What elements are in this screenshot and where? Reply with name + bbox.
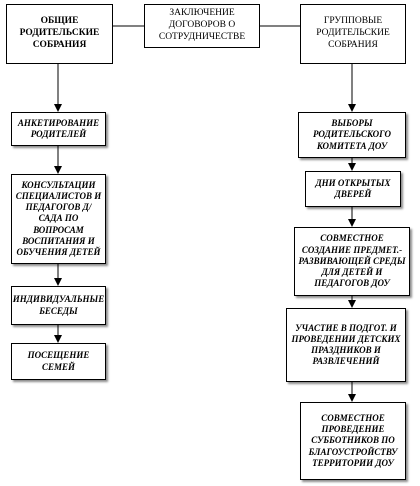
left-step-4-label: ПОСЕЩЕНИЕ СЕМЕЙ [27,350,90,372]
right-step-3-box: СОВМЕСТНОЕ СОЗДАНИЕ ПРЕДМЕТ.-РАЗВИВАЮЩЕЙ… [294,227,410,296]
left-step-1-box: АНКЕТИРОВАНИЕ РОДИТЕЛЕЙ [11,112,106,146]
right-step-5-box: СОВМЕСТНОЕ ПРОВЕДЕНИЕ СУББОТНИКОВ ПО БЛА… [300,402,406,480]
right-step-3-label: СОВМЕСТНОЕ СОЗДАНИЕ ПРЕДМЕТ.-РАЗВИВАЮЩЕЙ… [298,233,406,289]
right-step-4-label: УЧАСТИЕ В ПОДГОТ. И ПРОВЕДЕНИИ ДЕТСКИХ П… [291,322,401,367]
group-meetings-box: ГРУППОВЫЕ РОДИТЕЛЬСКИЕ СОБРАНИЯ [300,4,406,64]
left-step-1-label: АНКЕТИРОВАНИЕ РОДИТЕЛЕЙ [17,117,100,139]
cooperation-agreements-label: ЗАКЛЮЧЕНИЕ ДОГОВОРОВ О СОТРУДНИЧЕСТВЕ [158,8,246,42]
left-step-4-box: ПОСЕЩЕНИЕ СЕМЕЙ [11,343,106,380]
right-step-5-label: СОВМЕСТНОЕ ПРОВЕДЕНИЕ СУББОТНИКОВ ПО БЛА… [308,412,398,468]
general-meetings-label: ОБЩИЕ РОДИТЕЛЬСКИЕ СОБРАНИЯ [19,16,100,50]
left-step-3-box: ИНДИВИДУАЛЬНЫЕ БЕСЕДЫ [11,286,106,325]
right-step-1-box: ВЫБОРЫ РОДИТЕЛЬСКОГО КОМИТЕТА ДОУ [298,112,406,158]
left-step-2-box: КОНСУЛЬТАЦИИ СПЕЦИАЛИСТОВ И ПЕДАГОГОВ Д/… [11,174,106,264]
cooperation-agreements-box: ЗАКЛЮЧЕНИЕ ДОГОВОРОВ О СОТРУДНИЧЕСТВЕ [144,4,260,48]
right-step-2-box: ДНИ ОТКРЫТЫХ ДВЕРЕЙ [305,171,401,207]
left-step-2-label: КОНСУЛЬТАЦИИ СПЕЦИАЛИСТОВ И ПЕДАГОГОВ Д/… [15,179,102,258]
right-step-1-label: ВЫБОРЫ РОДИТЕЛЬСКОГО КОМИТЕТА ДОУ [312,118,391,151]
general-meetings-box: ОБЩИЕ РОДИТЕЛЬСКИЕ СОБРАНИЯ [6,4,113,64]
left-step-3-label: ИНДИВИДУАЛЬНЫЕ БЕСЕДЫ [12,294,105,316]
group-meetings-label: ГРУППОВЫЕ РОДИТЕЛЬСКИЕ СОБРАНИЯ [316,16,390,50]
right-step-4-box: УЧАСТИЕ В ПОДГОТ. И ПРОВЕДЕНИИ ДЕТСКИХ П… [286,308,406,382]
right-step-2-label: ДНИ ОТКРЫТЫХ ДВЕРЕЙ [315,177,391,199]
